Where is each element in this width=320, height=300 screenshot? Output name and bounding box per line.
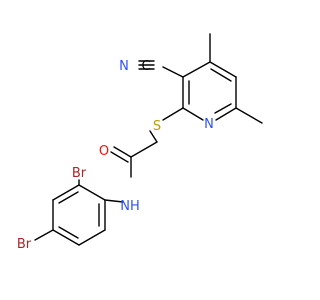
bond-ar4-ar5 [52, 229, 80, 246]
bond-nh-aryl [104, 199, 124, 203]
bond-ar2-ar3-inner [58, 191, 79, 204]
carbonyl-o-label: O [99, 144, 109, 159]
bond-ch2-carbonyl [130, 141, 158, 158]
chemical-structure: N C S N O NH Br Br [17, 33, 263, 252]
bond-c4-c5 [209, 61, 237, 78]
bond-c4-c5-inner [210, 68, 232, 82]
bond-c6-methyl [235, 107, 263, 124]
sulfur-label: S [153, 119, 161, 134]
bond-ar4-ar5-inner [58, 226, 79, 239]
bond-c6-n1 [215, 107, 237, 121]
benzene-ring [52, 184, 106, 246]
bond-c3-c4 [182, 61, 211, 78]
bond-c6-n1-inner [214, 103, 232, 114]
bond-carbonyl-o-double [110, 151, 129, 163]
bond-ar1-ar2 [78, 184, 106, 201]
pyridine-n-label: N [204, 117, 214, 132]
nitrile-c-label: C [141, 59, 150, 74]
bond-ar2-ar3 [52, 184, 80, 201]
nitrile-n-label: N [119, 59, 129, 74]
bond-c2-sulfur [162, 107, 184, 121]
amide-nh-label: NH [120, 199, 140, 214]
bromine-para-label: Br [17, 237, 32, 252]
bond-n1-c2 [182, 107, 204, 121]
bond-carbonyl-o [113, 146, 132, 158]
bond-ar4-br [34, 229, 54, 241]
bond-sulfur-ch2 [149, 130, 158, 143]
bond-ar5-ar6 [78, 229, 106, 246]
nitrile-triple-bond [138, 60, 155, 70]
bond-c3-nitrile-c [162, 66, 184, 78]
pyridine-ring [182, 61, 237, 121]
bromine-ortho-label: Br [72, 166, 87, 181]
